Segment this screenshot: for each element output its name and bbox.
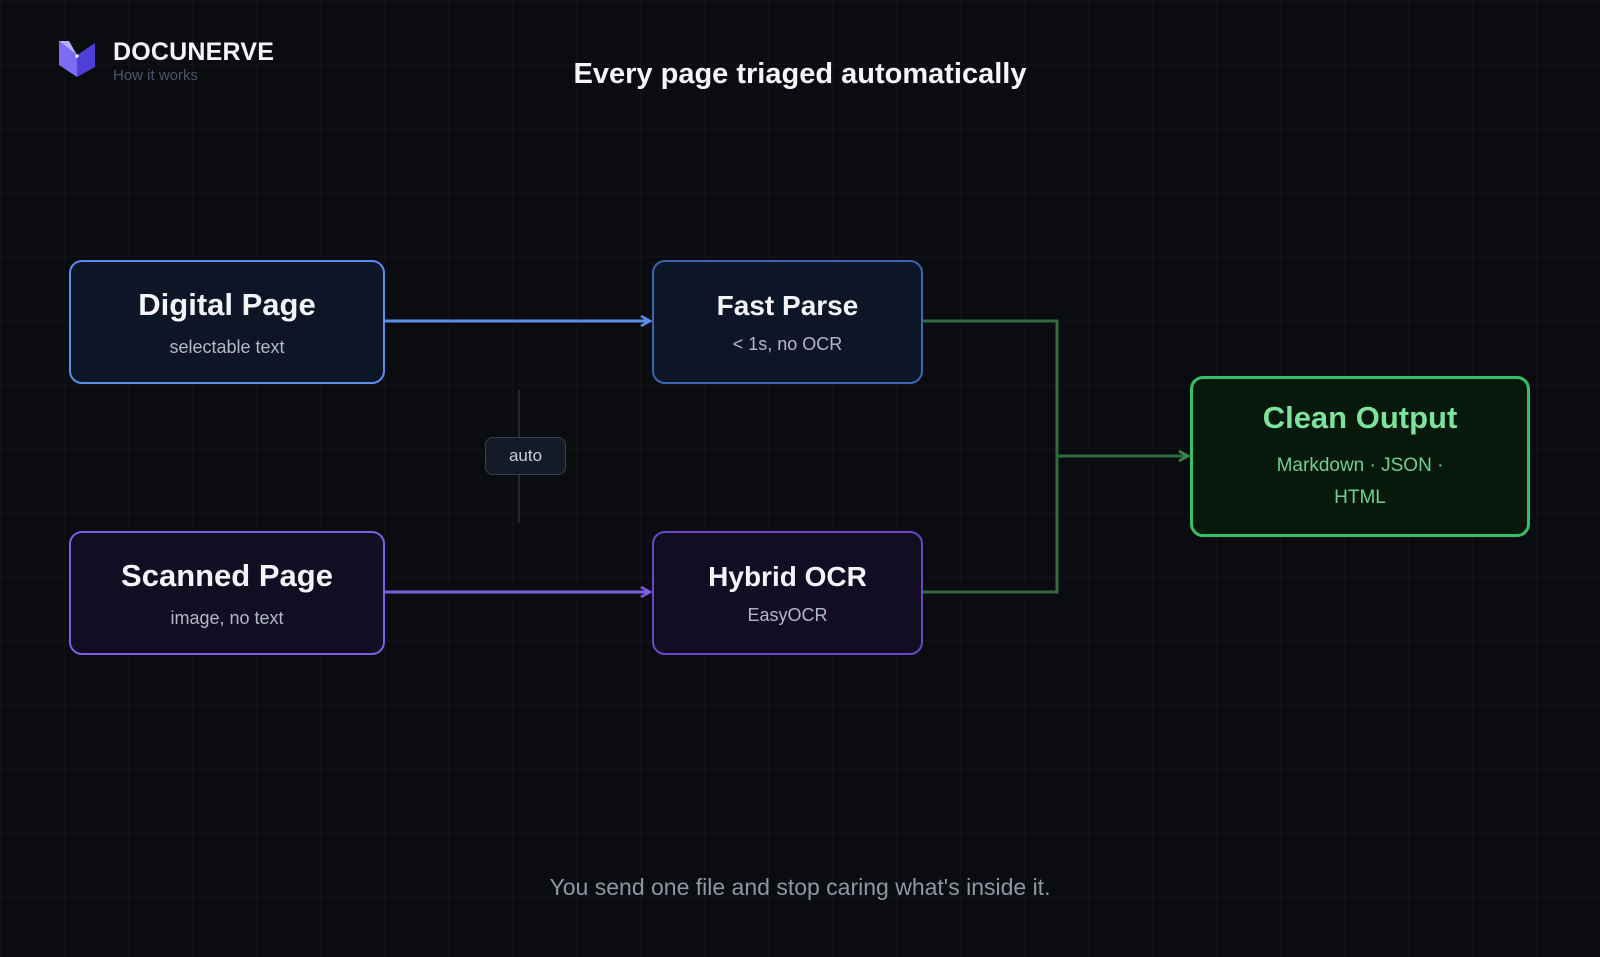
digital-page-node: Digital Page selectable text — [69, 260, 385, 384]
brand-tagline: How it works — [113, 67, 199, 84]
digital-page-title: Digital Page — [138, 286, 316, 322]
brand-name: DOCUNERVE — [113, 38, 275, 66]
scanned-page-node: Scanned Page image, no text — [69, 531, 385, 655]
router-label: auto — [485, 437, 566, 475]
connector-fast-to-merge — [923, 319, 1059, 456]
scanned-page-title: Scanned Page — [121, 557, 333, 593]
hybrid-ocr-node: Hybrid OCR EasyOCR — [652, 531, 923, 655]
clean-output-node: Clean Output Markdown · JSON · HTML — [1190, 376, 1530, 537]
connector-hybrid-to-merge — [923, 456, 1059, 594]
fast-parse-node: Fast Parse < 1s, no OCR — [652, 260, 923, 384]
page-title: Every page triaged automatically — [573, 58, 1027, 90]
footer-caption: You send one file and stop caring what's… — [549, 874, 1051, 900]
brand: DOCUNERVE How it works — [57, 38, 274, 84]
digital-page-subtitle: selectable text — [169, 336, 285, 357]
clean-output-title: Clean Output — [1262, 399, 1458, 435]
clean-output-subtitle: Markdown · JSON · HTML — [1276, 454, 1444, 508]
hybrid-ocr-subtitle: EasyOCR — [747, 604, 828, 625]
hybrid-ocr-title: Hybrid OCR — [708, 560, 867, 592]
fast-parse-title: Fast Parse — [716, 289, 859, 321]
fast-parse-subtitle: < 1s, no OCR — [732, 333, 843, 354]
scanned-page-subtitle: image, no text — [170, 607, 284, 628]
docunerve-logo-icon — [59, 41, 95, 77]
